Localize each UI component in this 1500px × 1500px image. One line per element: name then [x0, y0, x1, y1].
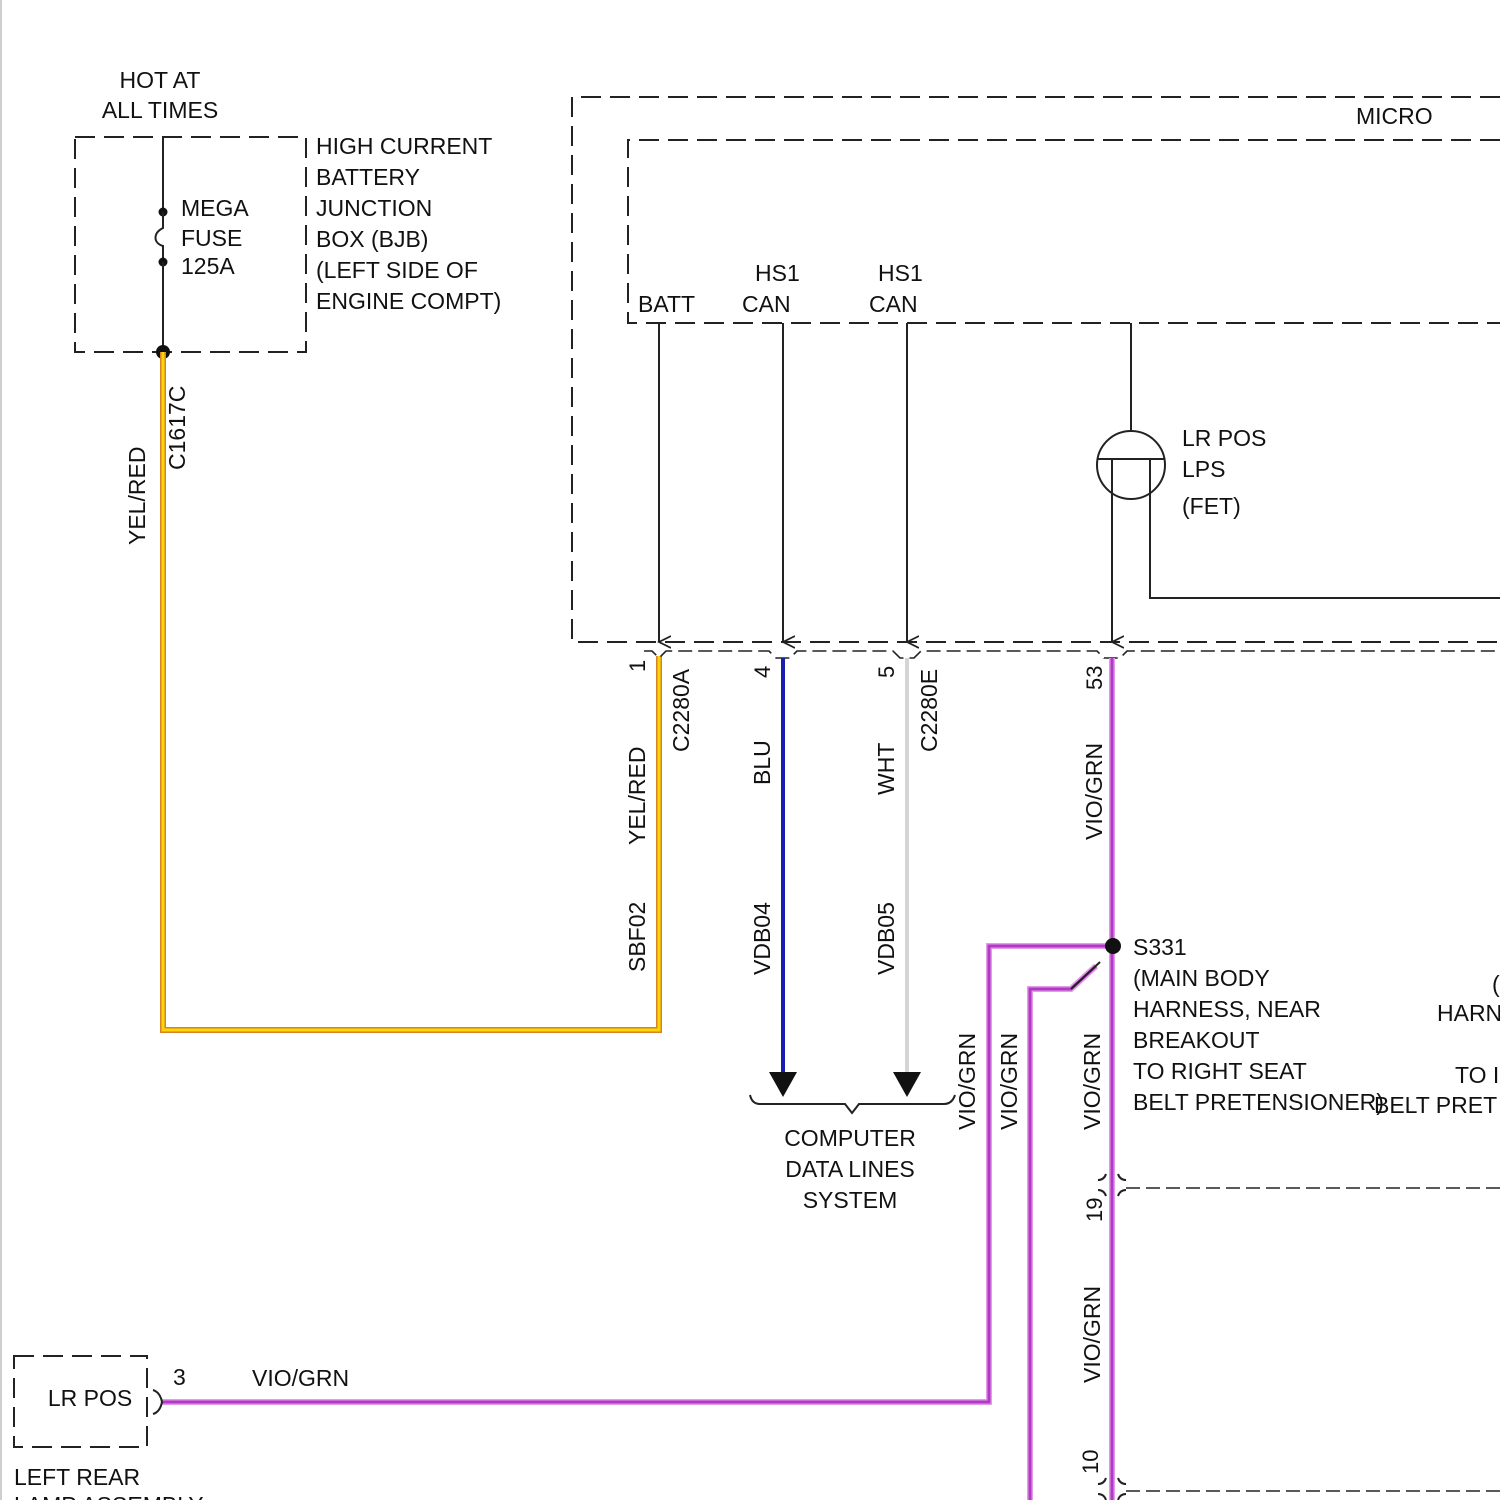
pin-19-label: 19: [1082, 1198, 1107, 1222]
bjb-label-1: HIGH CURRENT: [316, 133, 492, 159]
pin-hs1-a-label-1: HS1: [755, 260, 800, 286]
s331-splice-node: [1105, 938, 1121, 954]
c2280a-label: C2280A: [668, 668, 694, 752]
s331-label: S331: [1133, 934, 1187, 960]
fet-label-1: LR POS: [1182, 425, 1266, 451]
pin-hs1-a-label-2: CAN: [742, 291, 791, 317]
module-outer-box: [572, 97, 1500, 642]
lamp-caption-2: LAMP ASSEMBLY: [14, 1492, 204, 1500]
lamp-pin-label: 3: [173, 1364, 186, 1390]
pin-53-label: 53: [1082, 666, 1107, 690]
lamp-caption-1: LEFT REAR: [14, 1464, 140, 1490]
yel-red-wire: [163, 352, 659, 1030]
right-fragment-1: (: [1492, 971, 1500, 997]
vio-grn-label-b: VIO/GRN: [996, 1033, 1022, 1130]
blu-label: BLU: [749, 740, 775, 785]
fuse-label-2: FUSE: [181, 225, 242, 251]
left-rear-lamp-assembly: LR POS 3 VIO/GRN LEFT REAR LAMP ASSEMBLY: [14, 1356, 349, 1500]
pin-10-label: 10: [1078, 1450, 1103, 1474]
bjb-label-4: BOX (BJB): [316, 226, 428, 252]
lamp-wire-label: VIO/GRN: [252, 1365, 349, 1391]
sbf02-circuit-label: SBF02: [624, 902, 650, 972]
can-a-arrow-icon: [769, 1072, 797, 1097]
data-lines-brace: [750, 1095, 955, 1113]
fuse-label-3: 125A: [181, 253, 235, 279]
hot-at-label-2: ALL TIMES: [102, 97, 218, 123]
yel-red-label-right: YEL/RED: [624, 747, 650, 845]
fet-label-3: (FET): [1182, 493, 1241, 519]
lamp-name: LR POS: [48, 1385, 132, 1411]
yel-red-label-left: YEL/RED: [124, 447, 150, 545]
pin-hs1-b-label-2: CAN: [869, 291, 918, 317]
bjb-label-2: BATTERY: [316, 164, 420, 190]
pin-4-label: 4: [750, 666, 775, 678]
data-lines-label-1: COMPUTER: [784, 1125, 916, 1151]
s331-desc-4: TO RIGHT SEAT: [1133, 1058, 1307, 1084]
can-b-arrow-icon: [893, 1072, 921, 1097]
vio-grn-label-a: VIO/GRN: [954, 1033, 980, 1130]
s331-desc-5: BELT PRETENSIONER): [1133, 1089, 1384, 1115]
vdb04-circuit-label: VDB04: [749, 902, 775, 975]
s331-desc-3: BREAKOUT: [1133, 1027, 1260, 1053]
c2280e-label: C2280E: [916, 669, 942, 752]
hot-at-label-1: HOT AT: [120, 67, 201, 93]
vio-grn-label-d: VIO/GRN: [1079, 1286, 1105, 1383]
bjb-label-3: JUNCTION: [316, 195, 432, 221]
vdb05-circuit-label: VDB05: [873, 902, 899, 975]
pin-1-label: 1: [625, 660, 650, 672]
data-lines-label-2: DATA LINES: [785, 1156, 915, 1182]
micro-module: MICRO BATT HS1 CAN HS1 CAN LR POS LPS (F…: [572, 97, 1500, 642]
vio-grn-label-c: VIO/GRN: [1079, 1033, 1105, 1130]
vio-grn-label-53: VIO/GRN: [1081, 743, 1107, 840]
bjb-label-6: ENGINE COMPT): [316, 288, 501, 314]
right-fragment-3: TO I: [1455, 1062, 1499, 1088]
right-fragment-4: BELT PRET: [1374, 1092, 1497, 1118]
lamp-pin-mark: [153, 1390, 162, 1414]
s331-desc-2: HARNESS, NEAR: [1133, 996, 1321, 1022]
c1617c-connector-label: C1617C: [164, 386, 190, 470]
pin-5-label: 5: [874, 666, 899, 678]
mega-fuse-icon: [156, 212, 164, 262]
fet-icon: [1097, 431, 1165, 499]
right-fragment-2: HARN: [1437, 1000, 1500, 1026]
s331-desc-1: (MAIN BODY: [1133, 965, 1270, 991]
battery-junction-box: HOT AT ALL TIMES MEGA FUSE 125A HIGH CUR…: [75, 67, 501, 359]
fuse-label-1: MEGA: [181, 195, 249, 221]
splice-break-mark: [1071, 962, 1100, 989]
bjb-label-5: (LEFT SIDE OF: [316, 257, 478, 283]
pin-hs1-b-label-1: HS1: [878, 260, 923, 286]
wht-label: WHT: [873, 743, 899, 795]
c2280-connector-line: [644, 651, 1500, 658]
fet-label-2: LPS: [1182, 456, 1225, 482]
pin-batt-label: BATT: [638, 291, 695, 317]
data-lines-label-3: SYSTEM: [803, 1187, 898, 1213]
module-name: MICRO: [1356, 103, 1433, 129]
